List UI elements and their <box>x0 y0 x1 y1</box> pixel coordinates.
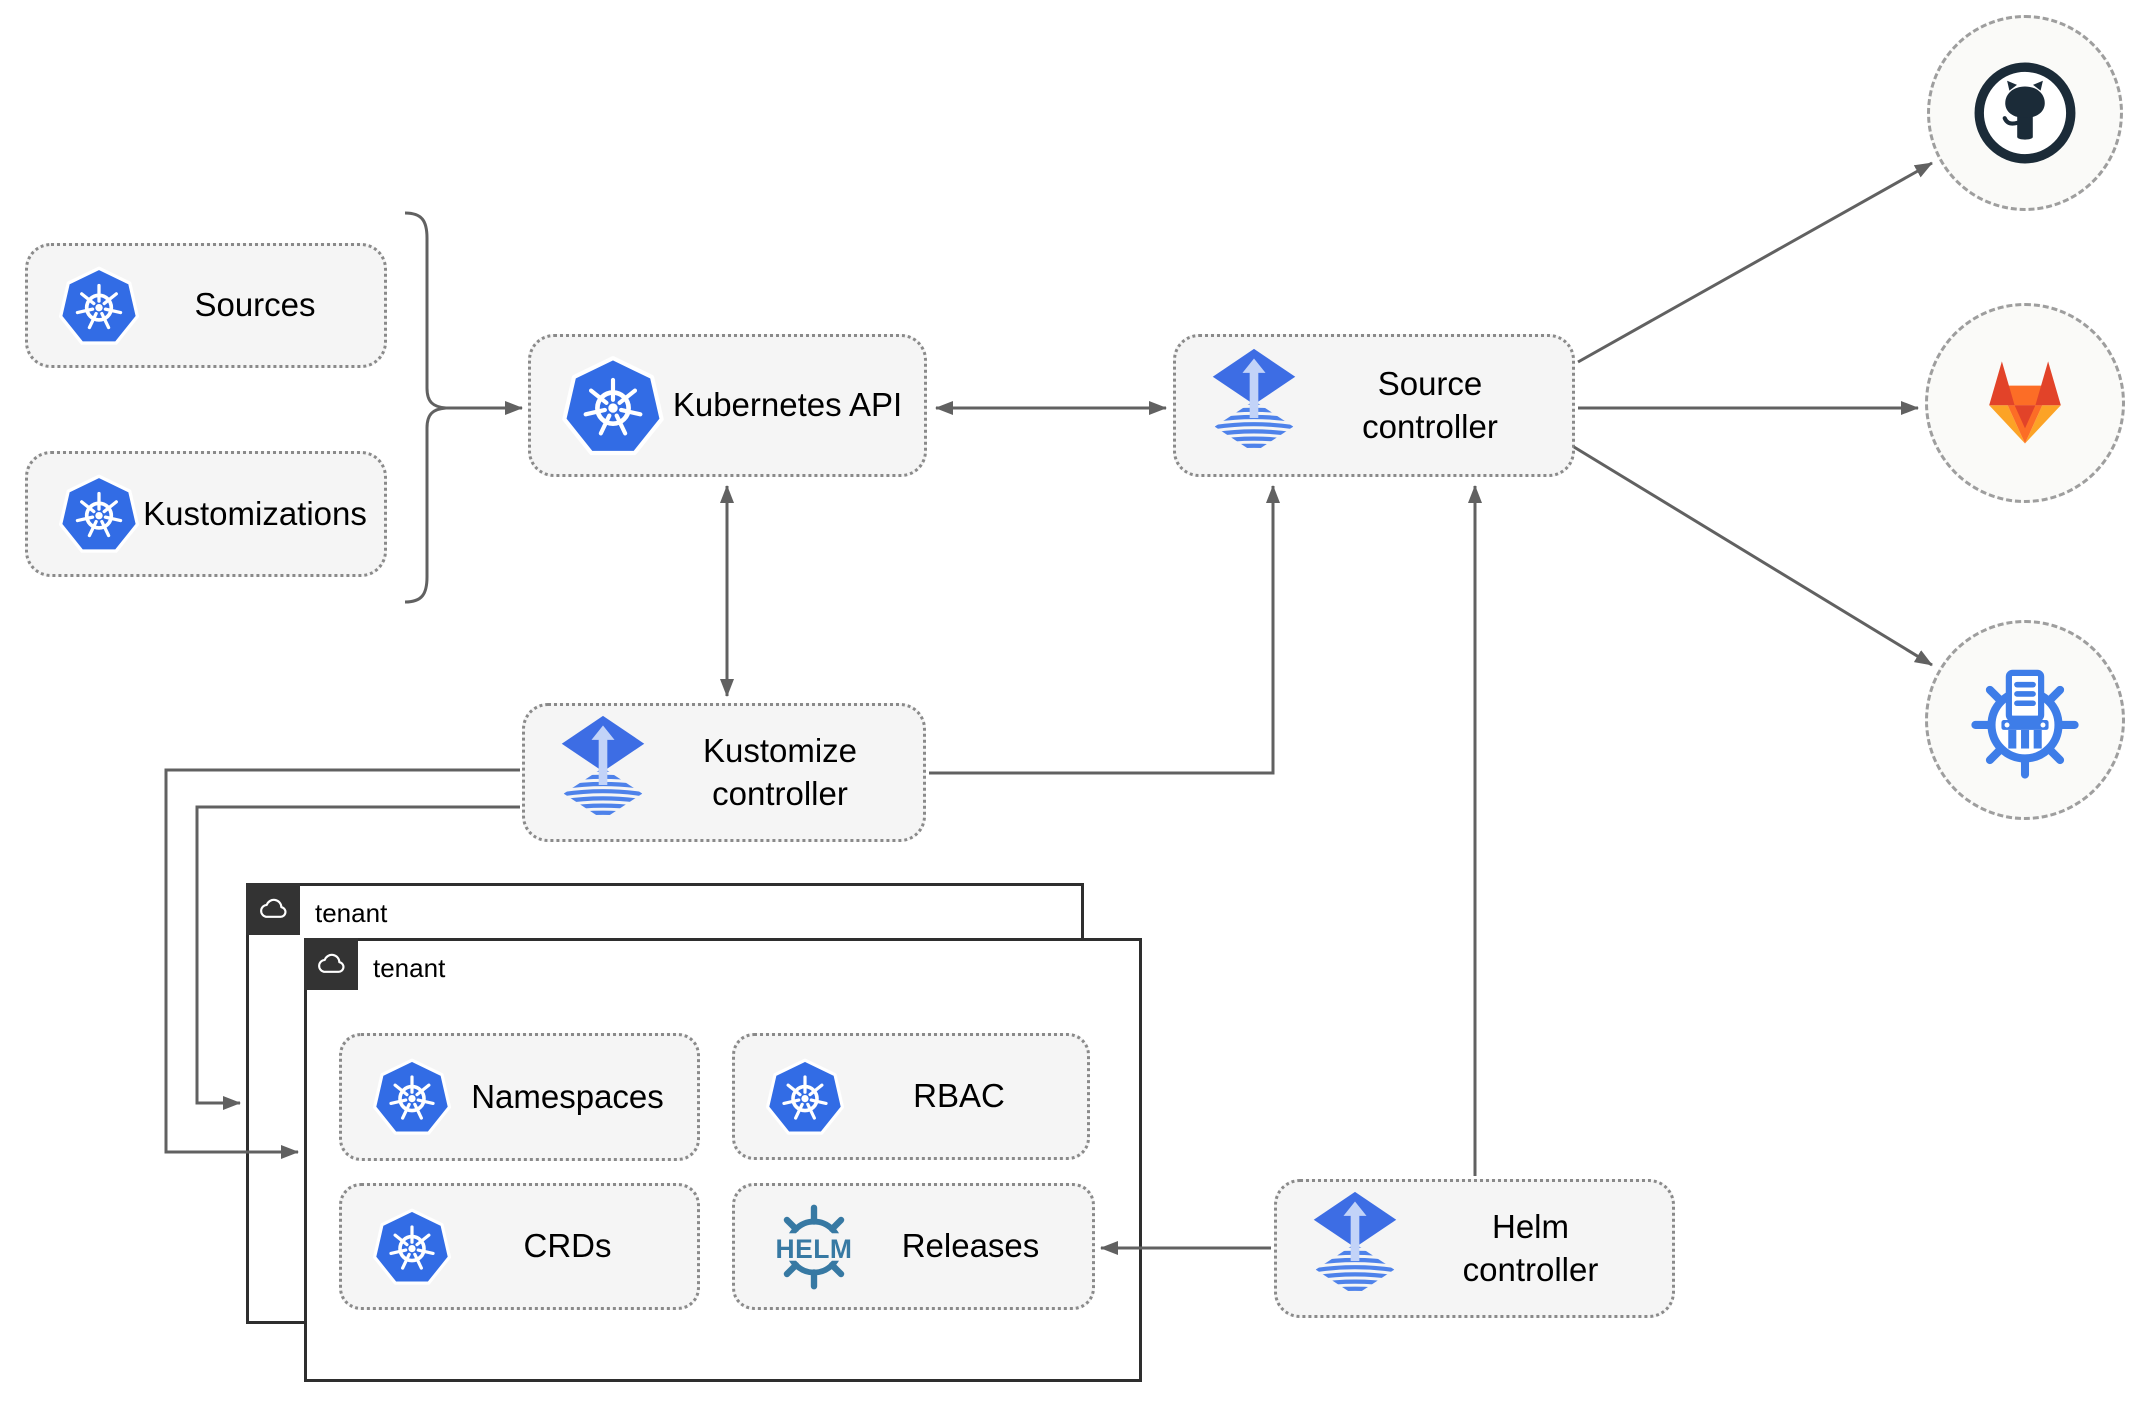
node-kustomize-controller-label: Kustomize controller <box>702 732 858 812</box>
node-namespaces-label: Namespaces <box>471 1077 664 1115</box>
edge-kustomize-to-source-controller <box>929 485 1280 775</box>
node-helm-controller-label: Helm controller <box>1462 1208 1599 1288</box>
tenant-back-tab <box>246 883 300 935</box>
github-icon <box>1974 62 2076 164</box>
node-source-controller: Source controller <box>1173 334 1575 477</box>
node-rbac-label: RBAC <box>913 1077 1005 1115</box>
cloud-icon <box>256 892 290 926</box>
flux-icon <box>1206 347 1302 464</box>
node-kubernetes-api-label: Kubernetes API <box>672 386 903 424</box>
kubernetes-icon <box>372 1057 452 1137</box>
external-target-gitlab <box>1925 303 2125 503</box>
node-releases: HELM Releases <box>732 1183 1095 1310</box>
kubernetes-icon <box>58 265 140 347</box>
kubernetes-icon <box>372 1207 452 1287</box>
edge-source-to-github <box>1577 161 1933 364</box>
node-crds: CRDs <box>339 1183 700 1310</box>
node-sources: Sources <box>25 243 387 368</box>
flux-icon <box>1307 1190 1403 1307</box>
chartmuseum-icon <box>1971 669 2079 779</box>
helm-logo-text: HELM <box>776 1233 853 1263</box>
external-target-chartmuseum <box>1925 620 2125 820</box>
tenant-back-label: tenant <box>315 898 388 928</box>
edge-source-to-chartmuseum <box>1573 445 1933 667</box>
tenant-front-label: tenant <box>373 953 446 983</box>
gitlab-icon <box>1989 361 2061 444</box>
node-source-controller-label: Source controller <box>1362 365 1498 445</box>
node-helm-controller: Helm controller <box>1274 1179 1675 1318</box>
tenant-front-tab <box>304 938 358 990</box>
kubernetes-icon <box>561 354 665 458</box>
helm-icon: HELM <box>765 1198 863 1296</box>
node-crds-label: CRDs <box>523 1227 612 1265</box>
flux-icon <box>555 714 651 831</box>
external-target-github <box>1927 15 2123 211</box>
node-rbac: RBAC <box>732 1033 1090 1160</box>
node-kubernetes-api: Kubernetes API <box>528 334 927 477</box>
edge-brace-sources-kustomizations <box>404 211 447 604</box>
node-namespaces: Namespaces <box>339 1033 700 1161</box>
node-sources-label: Sources <box>194 286 316 324</box>
cloud-icon <box>314 947 348 981</box>
node-kustomizations-label: Kustomizations <box>143 494 367 532</box>
node-releases-label: Releases <box>901 1227 1040 1265</box>
node-kustomize-controller: Kustomize controller <box>522 703 926 842</box>
kubernetes-icon <box>58 473 140 555</box>
node-kustomizations: Kustomizations <box>25 451 387 577</box>
kubernetes-icon <box>765 1057 845 1137</box>
